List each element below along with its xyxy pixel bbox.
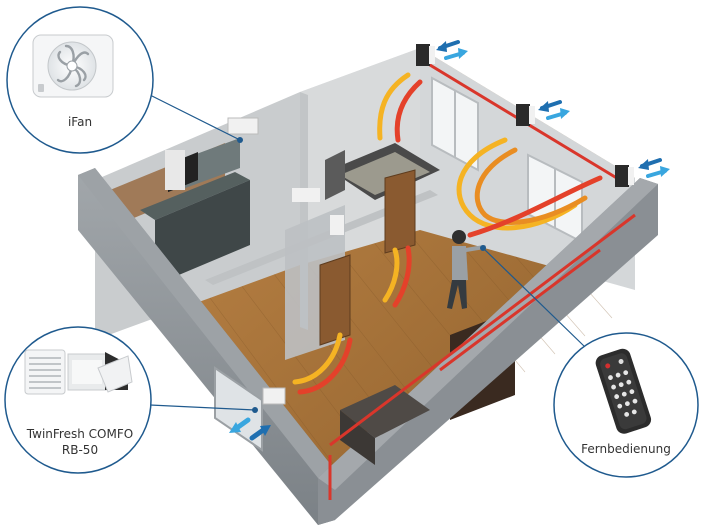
sofa <box>340 385 430 438</box>
bed <box>325 143 440 200</box>
sofa-back <box>340 410 375 465</box>
callout-dot-remote <box>480 245 486 251</box>
callout-dot-ifan <box>237 137 243 143</box>
callout-ifan <box>6 6 154 154</box>
kitchen-cabinets-lower <box>155 180 250 285</box>
door-bath <box>319 254 351 346</box>
remote-control-icon <box>595 348 652 434</box>
ifan-icon <box>32 34 114 98</box>
twinfresh-icon <box>24 349 133 395</box>
person-figure <box>447 230 486 309</box>
wall-ventilator-1 <box>416 44 435 66</box>
washbasin <box>292 188 320 202</box>
airflow-warm-curves <box>292 72 603 395</box>
ifan-label: iFan <box>67 115 93 129</box>
callout-twinfresh <box>4 326 152 474</box>
air-arrow-pair-3 <box>638 158 670 178</box>
window-bedroom <box>431 76 479 172</box>
air-arrow-pair-4 <box>229 417 271 441</box>
door-bedroom <box>384 169 416 254</box>
front-left-wall <box>78 168 335 525</box>
twinfresh-label-line1: TwinFresh COMFO <box>26 427 134 441</box>
toilet <box>330 215 344 235</box>
wall-ventilator-4 <box>262 387 286 405</box>
twinfresh-label-line2: RB-50 <box>61 443 99 457</box>
callout-remote <box>553 332 699 478</box>
air-arrow-pair-2 <box>538 100 570 120</box>
ifan-ceiling-unit <box>227 117 259 135</box>
callout-dot-twinfresh <box>252 407 258 413</box>
wall-ventilator-2 <box>516 104 535 126</box>
air-arrow-pair-1 <box>436 40 468 60</box>
air-arrows <box>229 40 670 441</box>
extractor-hood <box>165 150 185 190</box>
wall-ventilator-3 <box>615 165 634 187</box>
remote-label: Fernbedienung <box>581 442 671 456</box>
callout-lines <box>149 94 586 411</box>
kitchen-counter <box>140 172 250 220</box>
front-right-wall <box>318 178 658 525</box>
